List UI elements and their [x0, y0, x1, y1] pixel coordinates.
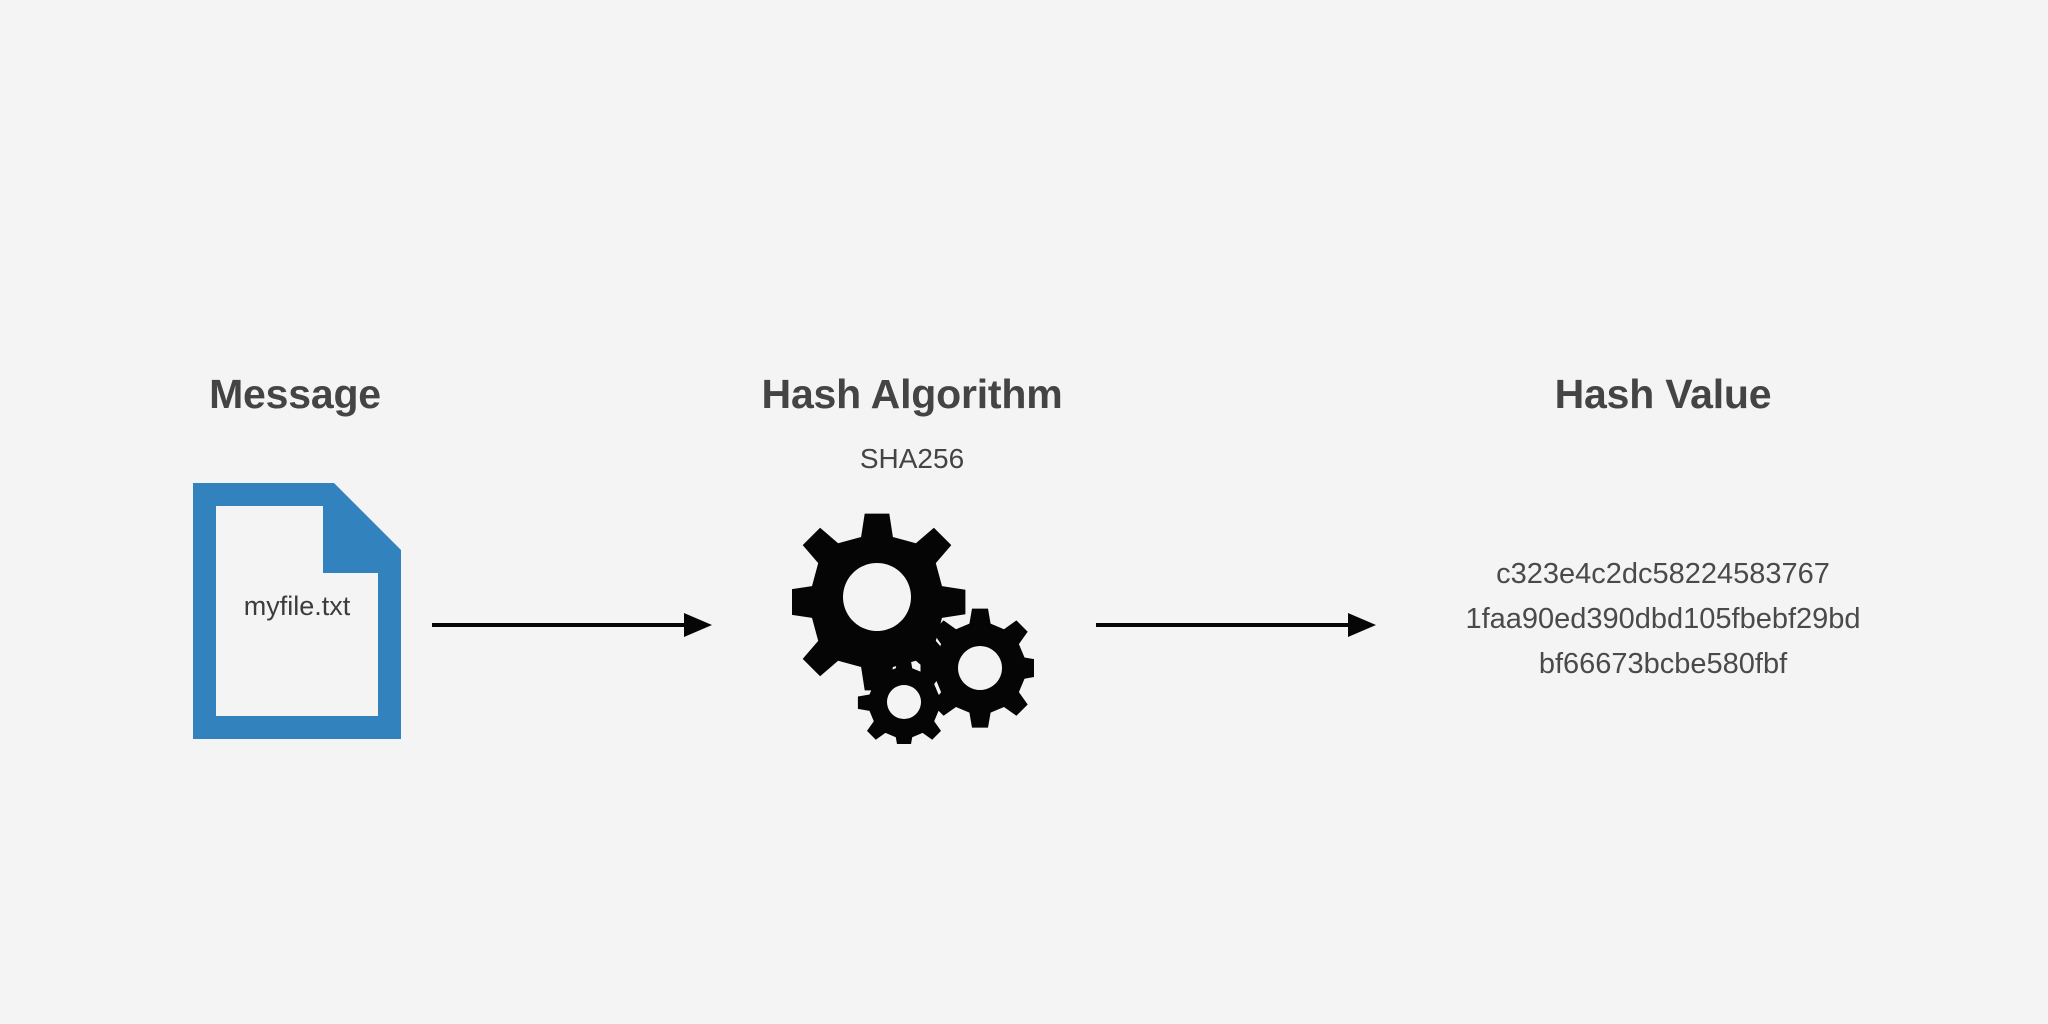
page-title-hash-value: Hash Value	[1554, 371, 1772, 417]
hash-algorithm-subtitle: SHA256	[859, 443, 965, 474]
hash-value-line: bf66673bcbe580fbf	[1538, 648, 1788, 680]
file-document-icon	[193, 483, 401, 739]
message-file-icon-container: myfile.txt	[193, 483, 401, 739]
arrow-right-icon	[432, 613, 712, 637]
hash-value-text-block: c323e4c2dc58224583767 1faa90ed390dbd105f…	[1465, 552, 1860, 687]
gears-cog-cluster-icon	[792, 513, 1034, 744]
hash-value-line: 1faa90ed390dbd105fbebf29bd	[1465, 603, 1861, 635]
hash-value-line: c323e4c2dc58224583767	[1496, 558, 1830, 590]
arrow-right-icon	[1096, 613, 1376, 637]
hash-algorithm-icon-container	[792, 512, 1034, 744]
page-title-message: Message	[209, 371, 381, 417]
file-name-label: myfile.txt	[243, 591, 351, 621]
arrow-algorithm-to-value	[1096, 605, 1376, 645]
arrow-message-to-algorithm	[432, 605, 712, 645]
page-title-hash-algorithm: Hash Algorithm	[761, 371, 1063, 417]
